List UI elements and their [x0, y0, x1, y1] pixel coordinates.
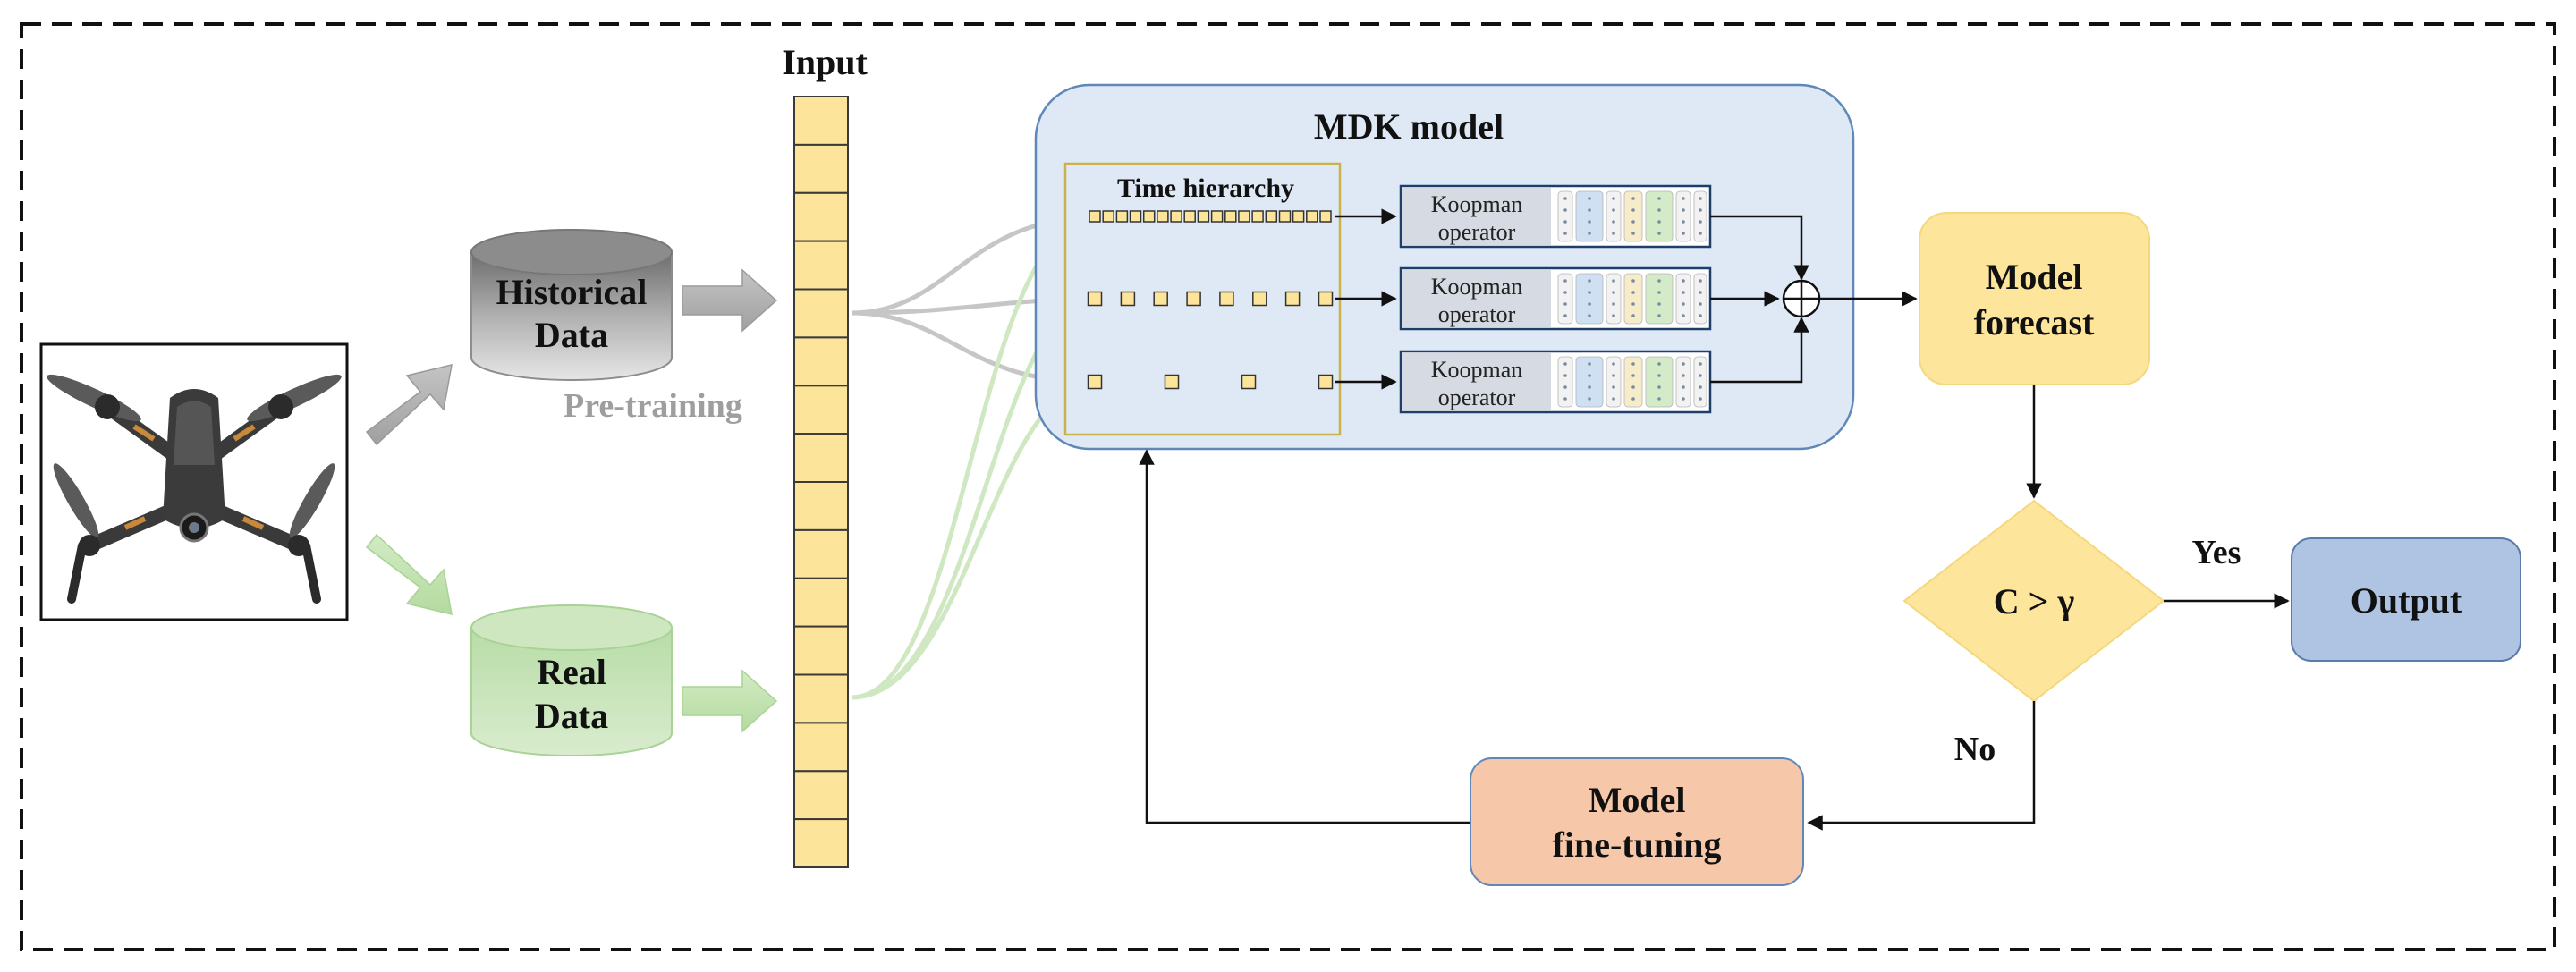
input-cell — [793, 770, 849, 821]
time-step-cell — [1241, 374, 1257, 390]
input-vector — [793, 96, 849, 868]
input-cell — [793, 673, 849, 724]
koopman-label-line2: operator — [1438, 219, 1516, 245]
time-step-cell — [1087, 291, 1103, 307]
forecast-label-line1: Model — [1986, 257, 2083, 297]
time-step-cell — [1120, 291, 1136, 307]
arrow-historical-to-input — [682, 268, 778, 333]
time-step-cell — [1210, 210, 1224, 223]
decision-label: C > γ — [1994, 581, 2075, 621]
time-step-cell — [1238, 210, 1250, 223]
time-step-cell — [1129, 210, 1142, 223]
time-step-cell — [1284, 291, 1301, 307]
input-cell — [793, 336, 849, 387]
time-step-cell — [1157, 210, 1169, 223]
real-label-line1: Real — [537, 652, 606, 692]
time-step-cell — [1102, 210, 1114, 223]
koopman-label-line2: operator — [1438, 301, 1516, 327]
input-cell — [793, 481, 849, 531]
time-step-cell — [1087, 374, 1103, 390]
input-cell — [793, 288, 849, 339]
time-step-cell — [1278, 210, 1292, 223]
input-label: Input — [782, 42, 868, 82]
network-thumbnail — [1557, 190, 1707, 242]
network-thumbnail — [1557, 356, 1707, 408]
drone-image — [39, 342, 349, 621]
output-box — [2291, 537, 2521, 662]
time-step-cell — [1252, 291, 1267, 307]
time-hierarchy-label: Time hierarchy — [1117, 173, 1294, 203]
time-step-cell — [1115, 210, 1129, 223]
koopman-label-line1: Koopman — [1431, 274, 1523, 300]
no-label: No — [1954, 731, 1996, 768]
output-label: Output — [2351, 580, 2462, 621]
time-step-cell — [1319, 210, 1332, 223]
merge-lines — [1710, 215, 1809, 384]
koopman-label-line2: operator — [1438, 385, 1516, 410]
koopman-label-line1: Koopman — [1431, 191, 1523, 217]
time-step-cell — [1183, 210, 1196, 223]
time-step-cell — [1306, 210, 1318, 223]
real-label-line2: Data — [535, 696, 608, 736]
input-cell — [793, 722, 849, 773]
time-step-cell — [1153, 291, 1168, 307]
finetune-label-line2: fine-tuning — [1553, 824, 1722, 865]
finetune-label-line1: Model — [1589, 780, 1686, 820]
mdk-title: MDK model — [1314, 106, 1504, 147]
historical-label-line1: Historical — [496, 272, 648, 312]
pretraining-label: Pre-training — [564, 387, 742, 425]
arrow-drone-to-real — [365, 533, 453, 615]
input-cell — [793, 625, 849, 676]
time-step-cell — [1224, 210, 1237, 223]
historical-data-store: Historical Data — [470, 229, 673, 381]
arrow-finetune-to-mdk — [1139, 449, 1470, 824]
input-cell — [793, 143, 849, 194]
input-cell — [793, 96, 849, 146]
input-cell — [793, 191, 849, 242]
input-cell — [793, 240, 849, 291]
time-step-cell — [1318, 374, 1334, 390]
koopman-operators: KoopmanoperatorKoopmanoperatorKoopmanope… — [1399, 184, 1712, 414]
time-step-cell — [1318, 291, 1334, 307]
forecast-label-line2: forecast — [1974, 302, 2095, 342]
drone-icon — [47, 374, 342, 604]
yes-label: Yes — [2192, 534, 2241, 571]
input-cell — [793, 433, 849, 484]
time-step-cell — [1219, 291, 1234, 307]
finetune-box — [1470, 757, 1804, 886]
time-step-cell — [1197, 210, 1210, 223]
input-cell — [793, 385, 849, 435]
time-step-cell — [1170, 210, 1182, 223]
model-forecast-box — [1919, 212, 2150, 385]
time-step-cell — [1251, 210, 1264, 223]
input-cell — [793, 577, 849, 628]
time-step-cell — [1292, 210, 1305, 223]
sum-node — [1782, 279, 1821, 318]
time-step-cell — [1164, 374, 1180, 390]
time-step-cell — [1186, 291, 1201, 307]
time-step-cell — [1142, 210, 1156, 223]
input-cell — [793, 818, 849, 868]
koopman-label-line1: Koopman — [1431, 357, 1523, 383]
time-scales — [1087, 208, 1397, 390]
arrow-decision-to-finetune — [1807, 701, 2036, 831]
input-cell — [793, 528, 849, 579]
network-thumbnail — [1557, 273, 1707, 325]
arrow-drone-to-historical — [365, 364, 453, 446]
arrow-real-to-input — [682, 669, 778, 733]
real-data-store: Real Data — [470, 604, 673, 756]
historical-label-line2: Data — [535, 315, 608, 355]
time-step-cell — [1265, 210, 1278, 223]
outer-dashed-frame — [20, 22, 2556, 951]
time-step-cell — [1089, 210, 1101, 223]
